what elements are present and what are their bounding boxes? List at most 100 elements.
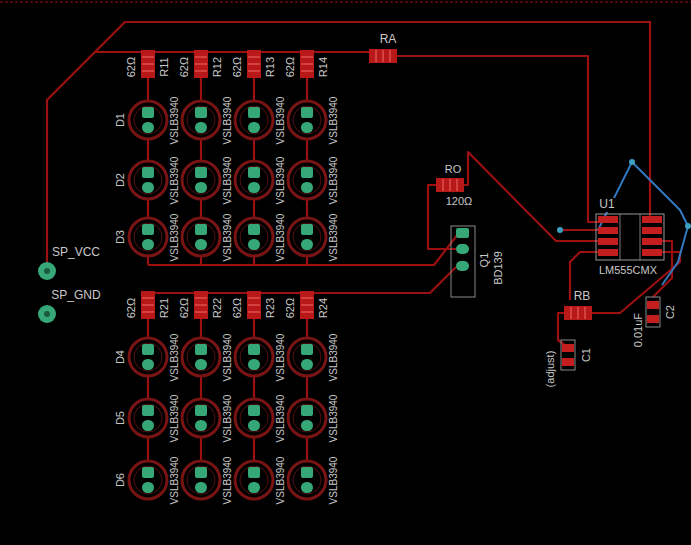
resistor-symbol bbox=[436, 178, 464, 192]
part-label: VSLB3940 bbox=[222, 393, 233, 443]
part-label: D6 bbox=[114, 472, 126, 488]
part-label: R24 bbox=[317, 297, 329, 319]
resistor-symbol bbox=[194, 291, 208, 319]
part-label: VSLB3940 bbox=[328, 95, 339, 145]
part-label: R12 bbox=[211, 56, 223, 78]
part-label: VSLB3940 bbox=[275, 155, 286, 205]
part-label: VSLB3940 bbox=[328, 332, 339, 382]
part-label: VSLB3940 bbox=[169, 393, 180, 443]
led-symbol bbox=[182, 461, 220, 499]
part-label: SP_GND bbox=[50, 289, 101, 302]
ic-pad bbox=[642, 216, 662, 223]
supply-pad bbox=[38, 262, 56, 280]
led-symbol bbox=[235, 399, 273, 437]
part-label: R14 bbox=[317, 56, 329, 78]
part-label: 62Ω bbox=[284, 297, 296, 319]
board-edge bbox=[0, 2, 691, 3]
part-label: SP_VCC bbox=[51, 246, 101, 259]
led-symbol bbox=[182, 338, 220, 376]
resistor-symbol bbox=[300, 50, 314, 78]
resistor-symbol bbox=[141, 291, 155, 319]
part-label: D2 bbox=[114, 172, 126, 188]
ic-pad bbox=[598, 238, 618, 245]
led-symbol bbox=[288, 461, 326, 499]
part-label: VSLB3940 bbox=[275, 455, 286, 505]
part-label: LM555CMX bbox=[598, 264, 658, 276]
ic-symbol bbox=[596, 214, 664, 260]
part-label: VSLB3940 bbox=[222, 95, 233, 145]
led-symbol bbox=[129, 101, 167, 139]
pad-drill bbox=[44, 311, 50, 317]
ic-pad bbox=[598, 249, 618, 256]
led-symbol bbox=[235, 461, 273, 499]
pad-drill bbox=[44, 268, 50, 274]
part-label: BD139 bbox=[492, 250, 504, 286]
part-label: 62Ω bbox=[178, 56, 190, 78]
via bbox=[629, 159, 635, 165]
part-label: 120Ω bbox=[445, 195, 474, 207]
resistor-symbol bbox=[194, 50, 208, 78]
transistor-symbol bbox=[451, 226, 475, 297]
ic-pad bbox=[598, 216, 618, 223]
copper-traces bbox=[47, 22, 680, 499]
resistor-symbol bbox=[141, 50, 155, 78]
transistor-outline bbox=[451, 226, 475, 297]
led-symbol bbox=[235, 218, 273, 256]
led-symbol bbox=[129, 161, 167, 199]
part-label: D4 bbox=[114, 349, 126, 365]
led-symbol bbox=[235, 338, 273, 376]
part-label: VSLB3940 bbox=[169, 332, 180, 382]
ic-outline bbox=[596, 214, 664, 260]
led-array bbox=[129, 101, 326, 499]
ic-pad bbox=[642, 249, 662, 256]
led-symbol bbox=[235, 161, 273, 199]
part-label: VSLB3940 bbox=[275, 95, 286, 145]
trace bbox=[95, 22, 650, 219]
part-label: D1 bbox=[114, 112, 126, 128]
part-label: RO bbox=[444, 163, 463, 175]
led-symbol bbox=[129, 218, 167, 256]
part-label: 62Ω bbox=[231, 56, 243, 78]
part-label: VSLB3940 bbox=[328, 455, 339, 505]
transistor-pad bbox=[456, 228, 469, 238]
capacitor-symbol bbox=[646, 297, 660, 327]
part-label: R22 bbox=[211, 297, 223, 319]
trace bbox=[148, 78, 458, 265]
part-label: VSLB3940 bbox=[275, 212, 286, 262]
part-label: VSLB3940 bbox=[169, 155, 180, 205]
part-label: U1 bbox=[598, 198, 615, 211]
resistor-symbol bbox=[247, 291, 261, 319]
part-label: RA bbox=[379, 33, 398, 46]
trace bbox=[47, 52, 376, 262]
part-label: VSLB3940 bbox=[222, 332, 233, 382]
resistor-symbol bbox=[247, 50, 261, 78]
led-symbol bbox=[129, 461, 167, 499]
ic-pad bbox=[642, 227, 662, 234]
trace bbox=[598, 162, 632, 230]
part-label: 62Ω bbox=[284, 56, 296, 78]
trace bbox=[464, 152, 598, 241]
part-label: VSLB3940 bbox=[328, 212, 339, 262]
led-symbol bbox=[182, 218, 220, 256]
part-label: VSLB3940 bbox=[222, 212, 233, 262]
led-symbol bbox=[129, 338, 167, 376]
part-label: VSLB3940 bbox=[328, 393, 339, 443]
part-label: VSLB3940 bbox=[222, 155, 233, 205]
part-label: 62Ω bbox=[178, 297, 190, 319]
part-label: R13 bbox=[264, 56, 276, 78]
led-symbol bbox=[288, 101, 326, 139]
part-label: VSLB3940 bbox=[328, 155, 339, 205]
part-label: VSLB3940 bbox=[222, 455, 233, 505]
transistor-pad bbox=[456, 244, 469, 254]
part-label: VSLB3940 bbox=[169, 95, 180, 145]
part-label: RB bbox=[573, 290, 592, 303]
trace bbox=[148, 267, 456, 499]
part-label: VSLB3940 bbox=[169, 212, 180, 262]
part-label: C2 bbox=[664, 304, 676, 320]
part-label: D5 bbox=[114, 410, 126, 426]
part-label: D3 bbox=[114, 229, 126, 245]
part-label: 62Ω bbox=[231, 297, 243, 319]
resistor-symbol bbox=[369, 49, 397, 63]
part-label: R21 bbox=[158, 297, 170, 319]
